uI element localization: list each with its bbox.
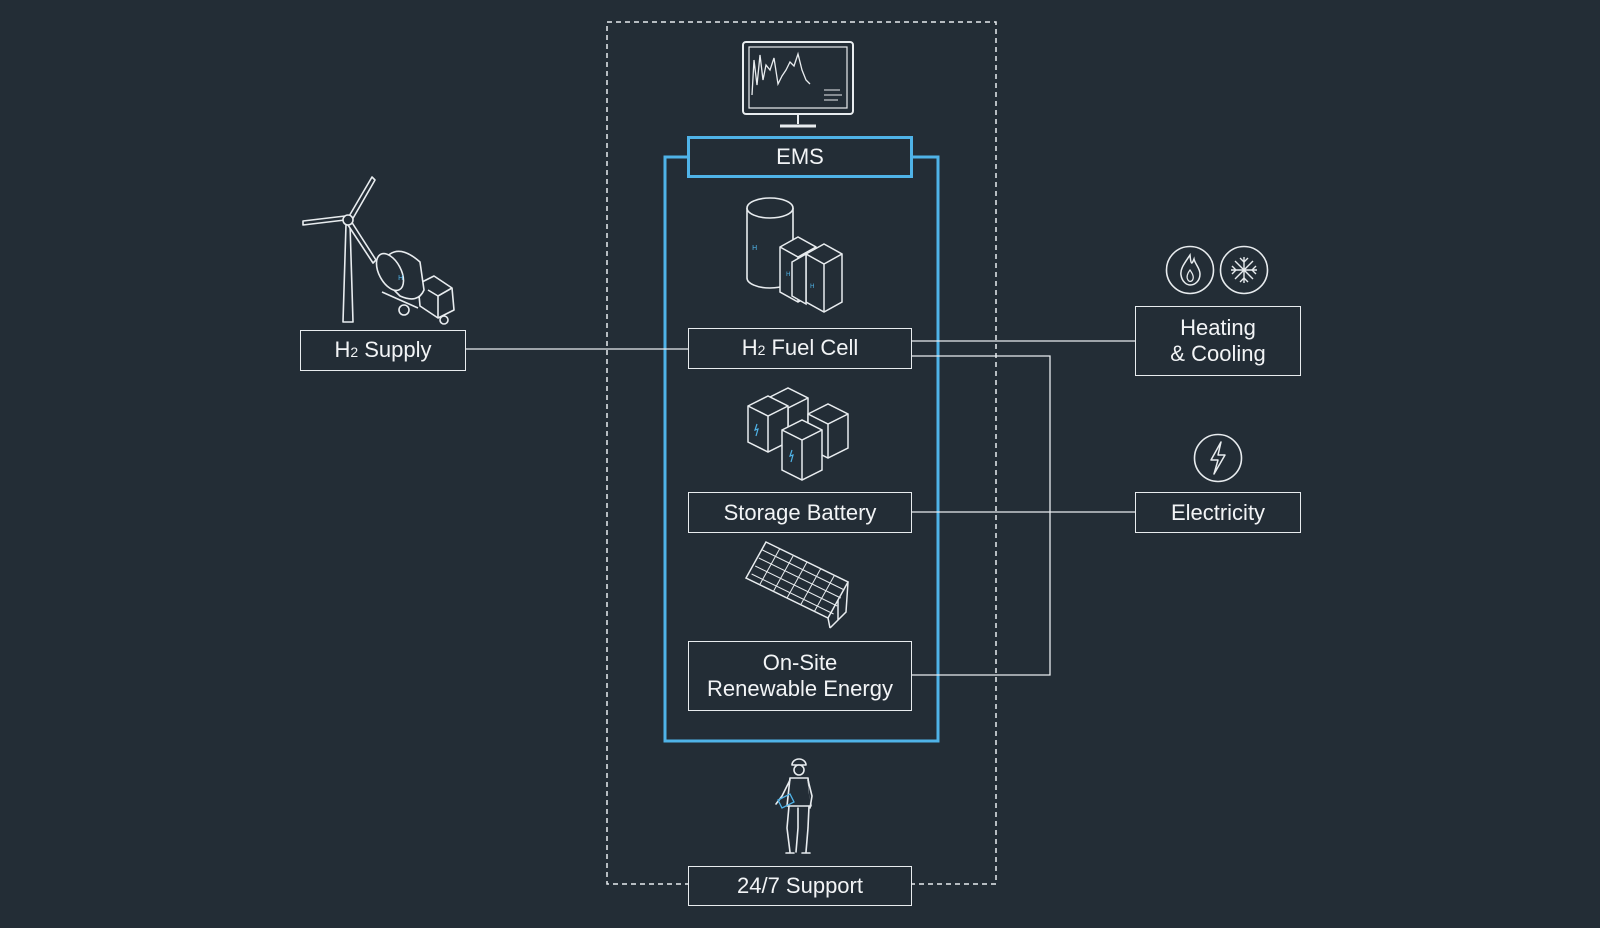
svg-text:H: H [786,271,791,278]
hydrogen-truck-icon [375,250,455,325]
service-boundary [606,21,997,885]
renewable-line2: Renewable Energy [707,676,893,701]
heating-line2: & Cooling [1170,341,1266,366]
h2-supply-subscript: 2 [350,343,359,360]
svg-text:H: H [810,283,815,290]
monitor-chart-icon [742,41,854,128]
storage-battery-box: Storage Battery [688,492,912,533]
h2-fuel-cell-box: H2 Fuel Cell [688,328,912,369]
flame-icon [1165,245,1215,295]
fuel-cell-subscript: 2 [757,341,766,358]
heating-cooling-box: Heating & Cooling [1135,306,1301,376]
renewable-line1: On-Site [762,650,838,675]
fuel-cell-stack-icon: H H H [746,197,843,313]
storage-battery-label: Storage Battery [723,499,877,525]
technician-icon [775,758,813,854]
svg-text:H: H [398,274,403,282]
fuel-cell-text: Fuel Cell [765,334,859,360]
electricity-label: Electricity [1170,499,1266,525]
electricity-box: Electricity [1135,492,1301,533]
ems-label: EMS [776,144,824,169]
h2-supply-illustration: H [302,176,455,325]
h2-supply-box: H2 Supply [300,330,466,371]
renewable-energy-box: On-Site Renewable Energy [688,641,912,711]
fuel-cell-label: H2 Fuel Cell [742,335,859,363]
battery-modules-icon [747,387,849,481]
snowflake-icon [1219,245,1269,295]
solar-panel-icon [744,541,850,629]
support-label: 24/7 Support [737,873,863,898]
h2-supply-text: Supply [358,336,432,362]
support-box: 24/7 Support [688,866,912,906]
wind-turbine-icon [302,176,377,323]
lightning-icon [1193,433,1243,483]
ems-box: EMS [687,136,913,178]
h2-supply-letter: H [334,336,351,362]
h2-supply-label: H2 Supply [334,337,431,365]
fuel-cell-letter: H [741,334,758,360]
heating-cooling-icons [1165,245,1269,295]
electric-bus [911,355,1051,676]
svg-text:H: H [752,244,757,252]
heating-line1: Heating [1180,315,1256,340]
